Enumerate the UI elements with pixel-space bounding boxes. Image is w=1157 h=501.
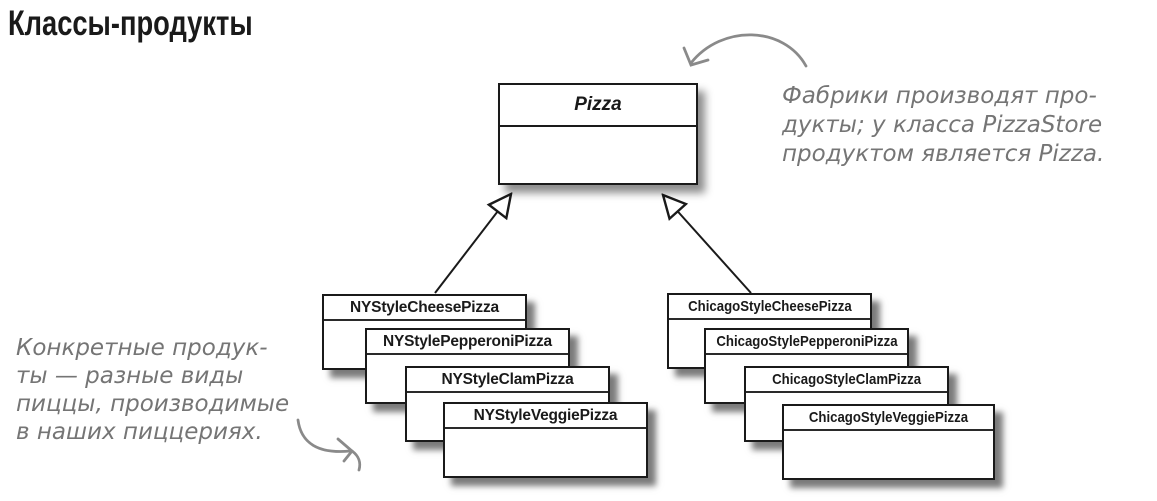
factory-note: Фабрики производят про- дукты; у класса …: [782, 83, 1105, 167]
page-title: Классы-продукты: [8, 4, 253, 43]
class-name-label: ChicagoStylePepperoniPizza: [706, 330, 907, 355]
products-note-arrow-icon: [296, 418, 362, 472]
pizza-class-body: [500, 127, 696, 183]
class-name-label: NYStyleClamPizza: [407, 368, 608, 393]
pizza-class-name: Pizza: [500, 85, 696, 127]
class-name-label: NYStylePepperoniPizza: [367, 330, 568, 355]
pizza-class-box: Pizza: [498, 83, 698, 185]
class-body: [784, 431, 993, 478]
class-body: [445, 429, 646, 476]
inheritance-arrow-ny: [434, 194, 511, 294]
uml-class-box: NYStyleVeggiePizza: [443, 402, 648, 478]
uml-class-box: ChicagoStyleVeggiePizza: [782, 404, 995, 480]
class-name-label: NYStyleCheesePizza: [324, 296, 525, 321]
products-note: Конкретные продук- ты — разные виды пицц…: [16, 335, 290, 445]
inheritance-arrow-chicago: [663, 195, 752, 294]
factory-note-arrow-icon: [682, 33, 808, 68]
class-name-label: NYStyleVeggiePizza: [445, 404, 646, 429]
class-name-label: ChicagoStyleVeggiePizza: [784, 406, 993, 431]
class-name-label: ChicagoStyleCheesePizza: [669, 295, 870, 320]
class-name-label: ChicagoStyleClamPizza: [746, 368, 947, 393]
